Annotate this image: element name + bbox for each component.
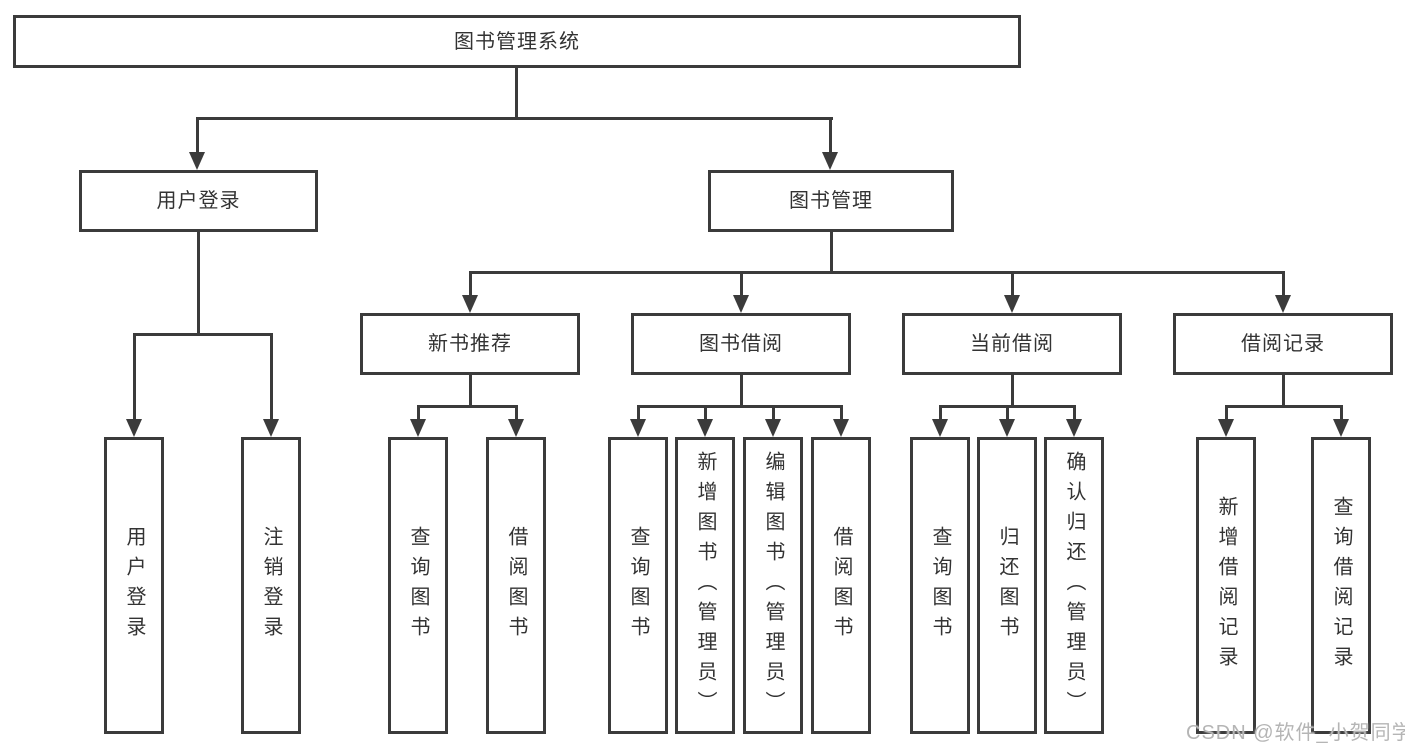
leaf-return-books-label: 归还图书 xyxy=(996,525,1018,646)
leaf-add-books-admin-label: 新增图书（管理员） xyxy=(694,450,716,721)
arrow-down-icon xyxy=(630,419,646,437)
node-book-borrowing: 图书借阅 xyxy=(631,313,851,375)
connector-line xyxy=(197,231,200,335)
connector-line xyxy=(196,117,199,153)
node-current-borrowing-label: 当前借阅 xyxy=(970,333,1054,355)
connector-line xyxy=(469,271,472,298)
leaf-add-books-admin: 新增图书（管理员） xyxy=(675,437,735,734)
arrow-down-icon xyxy=(189,152,205,170)
leaf-query-books-recommend: 查询图书 xyxy=(388,437,448,734)
leaf-query-books-recommend-label: 查询图书 xyxy=(407,525,429,646)
leaf-query-borrow-record-label: 查询借阅记录 xyxy=(1330,495,1352,676)
arrow-down-icon xyxy=(932,419,948,437)
connector-line xyxy=(1340,405,1343,422)
connector-line xyxy=(1282,374,1285,407)
arrow-down-icon xyxy=(733,295,749,313)
connector-line xyxy=(515,67,518,118)
connector-line xyxy=(772,405,775,422)
connector-line xyxy=(469,271,1285,274)
leaf-query-books-borrowing: 查询图书 xyxy=(608,437,668,734)
leaf-logout: 注销登录 xyxy=(241,437,301,734)
connector-line xyxy=(1011,271,1014,298)
leaf-query-books-borrowing-label: 查询图书 xyxy=(627,525,649,646)
connector-line xyxy=(417,405,420,422)
arrow-down-icon xyxy=(697,419,713,437)
node-borrow-records-label: 借阅记录 xyxy=(1241,333,1325,355)
arrow-down-icon xyxy=(822,152,838,170)
node-book-borrowing-label: 图书借阅 xyxy=(699,333,783,355)
connector-line xyxy=(637,405,640,422)
connector-line xyxy=(829,117,832,153)
arrow-down-icon xyxy=(1275,295,1291,313)
connector-line xyxy=(133,333,136,421)
connector-line xyxy=(1225,405,1228,422)
node-borrow-records: 借阅记录 xyxy=(1173,313,1393,375)
connector-line xyxy=(1073,405,1076,422)
node-book-management: 图书管理 xyxy=(708,170,954,232)
arrow-down-icon xyxy=(1004,295,1020,313)
node-current-borrowing: 当前借阅 xyxy=(902,313,1122,375)
leaf-add-borrow-record-label: 新增借阅记录 xyxy=(1215,495,1237,676)
leaf-edit-books-admin-label: 编辑图书（管理员） xyxy=(762,450,784,721)
leaf-borrow-books-recommend: 借阅图书 xyxy=(486,437,546,734)
leaf-edit-books-admin: 编辑图书（管理员） xyxy=(743,437,803,734)
connector-line xyxy=(740,374,743,407)
connector-line xyxy=(515,405,518,422)
connector-line xyxy=(1282,271,1285,298)
arrow-down-icon xyxy=(410,419,426,437)
leaf-borrow-books-borrowing: 借阅图书 xyxy=(811,437,871,734)
connector-line xyxy=(133,333,273,336)
node-new-book-recommend-label: 新书推荐 xyxy=(428,333,512,355)
leaf-return-books: 归还图书 xyxy=(977,437,1037,734)
connector-line xyxy=(417,405,518,408)
arrow-down-icon xyxy=(999,419,1015,437)
connector-line xyxy=(704,405,707,422)
connector-line xyxy=(469,374,472,407)
connector-line xyxy=(740,271,743,298)
leaf-query-books-current: 查询图书 xyxy=(910,437,970,734)
connector-line xyxy=(1006,405,1009,422)
connector-line xyxy=(939,405,942,422)
node-user-login-label: 用户登录 xyxy=(156,190,241,212)
arrow-down-icon xyxy=(833,419,849,437)
connector-line xyxy=(830,231,833,273)
arrow-down-icon xyxy=(1218,419,1234,437)
arrow-down-icon xyxy=(508,419,524,437)
connector-line xyxy=(270,333,273,421)
node-book-management-label: 图书管理 xyxy=(789,190,873,212)
arrow-down-icon xyxy=(462,295,478,313)
arrow-down-icon xyxy=(765,419,781,437)
leaf-add-borrow-record: 新增借阅记录 xyxy=(1196,437,1256,734)
leaf-query-books-current-label: 查询图书 xyxy=(929,525,951,646)
connector-line xyxy=(840,405,843,422)
connector-line xyxy=(637,405,843,408)
node-user-login: 用户登录 xyxy=(79,170,318,232)
leaf-borrow-books-recommend-label: 借阅图书 xyxy=(505,525,527,646)
leaf-user-login: 用户登录 xyxy=(104,437,164,734)
node-new-book-recommend: 新书推荐 xyxy=(360,313,580,375)
leaf-logout-label: 注销登录 xyxy=(260,525,282,646)
leaf-query-borrow-record: 查询借阅记录 xyxy=(1311,437,1371,734)
node-root-label: 图书管理系统 xyxy=(454,30,580,53)
connector-line xyxy=(196,117,833,120)
arrow-down-icon xyxy=(263,419,279,437)
connector-line xyxy=(1225,405,1343,408)
arrow-down-icon xyxy=(1333,419,1349,437)
watermark: CSDN @软件_小贺同学 xyxy=(1186,722,1405,744)
leaf-borrow-books-borrowing-label: 借阅图书 xyxy=(830,525,852,646)
leaf-confirm-return-admin: 确认归还（管理员） xyxy=(1044,437,1104,734)
arrow-down-icon xyxy=(126,419,142,437)
leaf-user-login-label: 用户登录 xyxy=(123,525,145,646)
leaf-confirm-return-admin-label: 确认归还（管理员） xyxy=(1063,450,1085,721)
connector-line xyxy=(1011,374,1014,407)
arrow-down-icon xyxy=(1066,419,1082,437)
node-root: 图书管理系统 xyxy=(13,15,1021,68)
